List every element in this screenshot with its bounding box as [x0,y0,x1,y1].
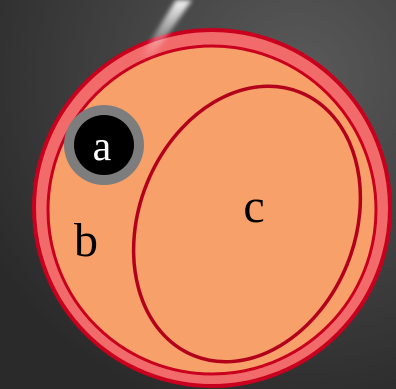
glare-highlight [140,0,192,60]
label-b: b [74,214,98,267]
label-a: a [93,124,112,170]
label-c: c [243,180,264,233]
region-c [131,84,363,364]
circle-a [74,115,134,175]
